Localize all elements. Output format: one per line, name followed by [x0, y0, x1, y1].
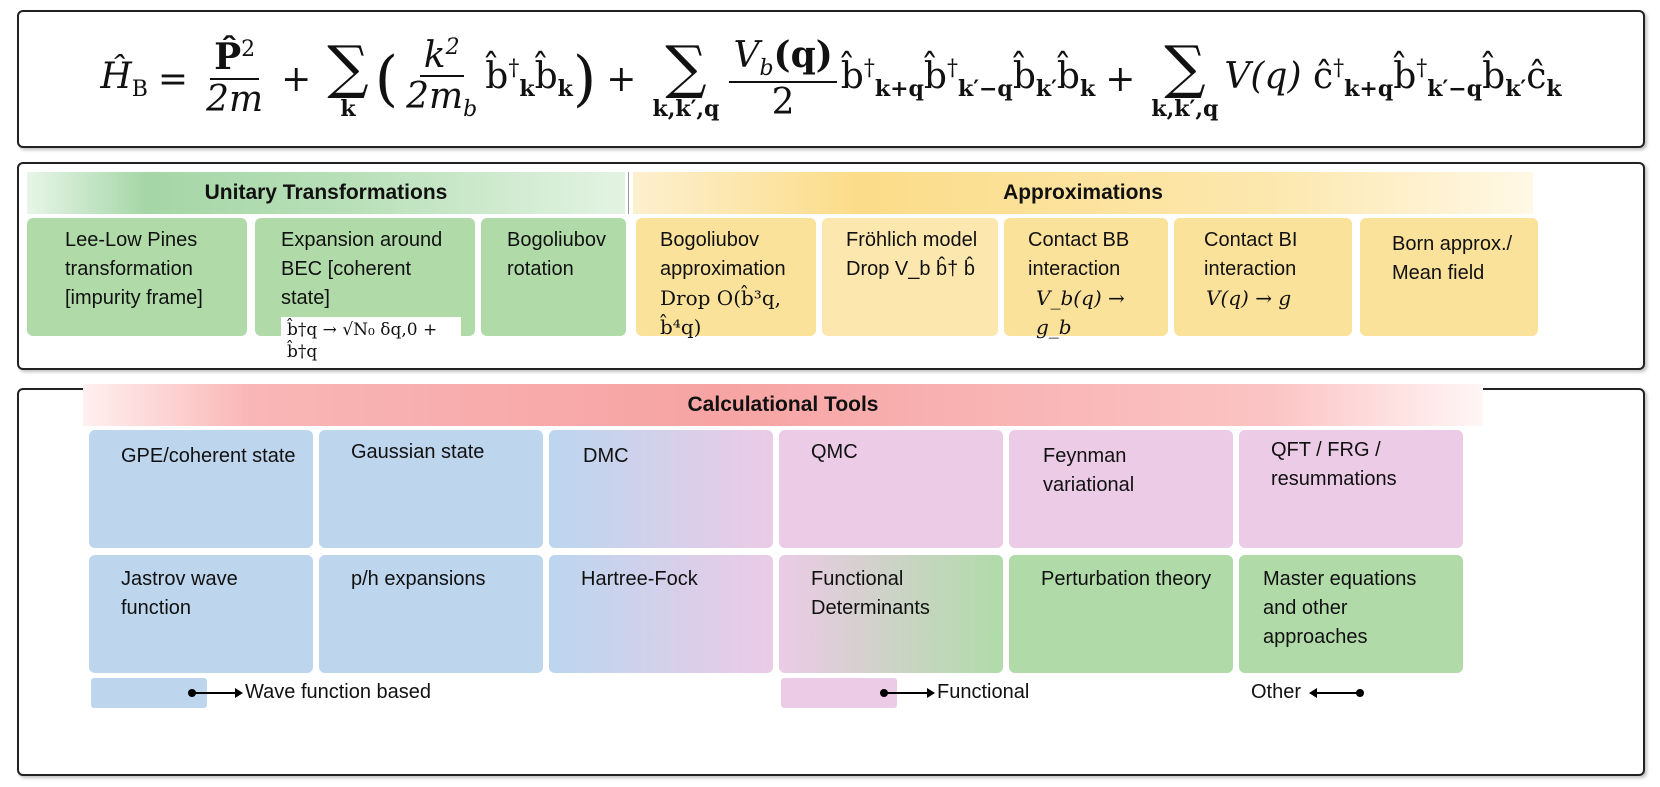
tool-qft-frg: QFT / FRG / resummations	[1239, 430, 1463, 548]
eq-boson-number-op: b̂†kb̂k	[485, 55, 573, 103]
bogoliubov-approx-text: Bogoliubov approximation	[660, 229, 786, 280]
frohlich-model-box: Fröhlich model Drop V_b b̂† b̂	[822, 218, 998, 336]
tool-feynman-variational: Feynman variational	[1009, 430, 1233, 548]
tool-gpe-coherent-text: GPE/coherent state	[121, 445, 296, 467]
header-divider	[628, 172, 629, 214]
tool-gaussian-state-text: Gaussian state	[351, 441, 485, 463]
unitary-transformations-header: Unitary Transformations	[27, 172, 625, 214]
tool-dmc-text: DMC	[583, 445, 629, 467]
bec-expansion-box: Expansion around BEC [coherent state] b̂…	[255, 218, 475, 366]
calculational-tools-header: Calculational Tools	[83, 384, 1483, 426]
tool-qft-frg-text: QFT / FRG / resummations	[1271, 439, 1397, 490]
tool-perturbation-theory: Perturbation theory	[1009, 555, 1233, 673]
bogoliubov-approx-box: Bogoliubov approximation Drop O(b̂³q, b̂…	[636, 218, 816, 339]
tool-ph-expansions-text: p/h expansions	[351, 568, 486, 590]
contact-bb-text: Contact BB interaction	[1028, 229, 1130, 280]
eq-dispersion-term: k2 2mb	[406, 34, 478, 123]
tool-hartree-fock-text: Hartree-Fock	[581, 568, 698, 590]
bogoliubov-approx-formula: Drop O(b̂³q, b̂⁴q)	[660, 286, 781, 339]
legend-functional-arrow-icon	[880, 688, 935, 698]
contact-bi-formula: V(q) → g	[1206, 286, 1292, 310]
frohlich-model-text: Fröhlich model	[846, 229, 978, 251]
legend-other-label: Other	[1251, 681, 1302, 703]
transformations-panel: Unitary Transformations Approximations L…	[17, 162, 1645, 370]
lee-low-pines-text: Lee-Low Pines transformation [impurity f…	[65, 229, 203, 309]
eq-lhs: ĤB	[100, 55, 148, 103]
contact-bb-box: Contact BB interaction V_b(q) → g_b	[1004, 218, 1168, 339]
legend-wave-label: Wave function based	[245, 681, 432, 703]
tool-qmc: QMC	[779, 430, 1003, 548]
calculational-tools-panel: Calculational Tools GPE/coherent state G…	[17, 384, 1645, 776]
hamiltonian-panel: ĤB = P̂2 2m + ∑k ( k2 2mb b̂†kb̂k ) + ∑k…	[17, 10, 1645, 148]
approximations-header: Approximations	[633, 172, 1533, 214]
hamiltonian-equation: ĤB = P̂2 2m + ∑k ( k2 2mb b̂†kb̂k ) + ∑k…	[100, 33, 1562, 123]
lee-low-pines-box: Lee-Low Pines transformation [impurity f…	[27, 218, 247, 336]
tool-ph-expansions: p/h expansions	[319, 555, 543, 673]
bec-expansion-formula: b̂†q → √N₀ δq,0 + b̂†q	[281, 317, 461, 366]
legend-functional-swatch	[781, 678, 897, 708]
legend-functional-label: Functional	[937, 681, 1030, 703]
tool-dmc: DMC	[549, 430, 773, 548]
tool-jastrov: Jastrov wave function	[89, 555, 313, 673]
tool-perturbation-theory-text: Perturbation theory	[1041, 568, 1212, 590]
born-approx-text: Born approx./ Mean field	[1392, 233, 1513, 284]
eq-sum-2: ∑k,k′,q	[652, 33, 720, 122]
contact-bi-text: Contact BI interaction	[1204, 229, 1298, 280]
tool-hartree-fock: Hartree-Fock	[549, 555, 773, 673]
frohlich-model-formula: Drop V_b b̂† b̂	[846, 258, 975, 280]
contact-bb-formula: V_b(q) → g_b	[1036, 286, 1125, 339]
eq-bb-operators: b̂†k+qb̂†k′−qb̂k′b̂k	[840, 55, 1096, 103]
eq-kinetic-term: P̂2 2m	[206, 36, 264, 120]
legend-other-arrow-icon	[1309, 688, 1364, 698]
eq-bb-interaction-term: Vb(q) 2	[729, 35, 837, 123]
tool-functional-determinants: Functional Determinants	[779, 555, 1003, 673]
contact-bi-box: Contact BI interaction V(q) → g	[1174, 218, 1352, 336]
bogoliubov-rotation-text: Bogoliubov rotation	[507, 229, 606, 280]
bogoliubov-rotation-box: Bogoliubov rotation	[481, 218, 626, 336]
eq-bi-interaction-term: V(q) ĉ†k+qb̂†k′−qb̂k′ĉk	[1224, 55, 1562, 103]
eq-sum-3: ∑k,k′,q	[1151, 33, 1219, 122]
eq-sum-1: ∑k	[327, 33, 369, 122]
tool-feynman-variational-text: Feynman variational	[1043, 445, 1135, 496]
bec-expansion-text: Expansion around BEC [coherent state]	[281, 229, 443, 309]
tool-gpe-coherent: GPE/coherent state	[89, 430, 313, 548]
tool-qmc-text: QMC	[811, 441, 858, 463]
tool-gaussian-state: Gaussian state	[319, 430, 543, 548]
legend-wave-arrow-icon	[188, 688, 243, 698]
tool-master-equations-text: Master equations and other approaches	[1263, 568, 1417, 648]
born-approx-box: Born approx./ Mean field	[1360, 218, 1538, 336]
tool-functional-determinants-text: Functional Determinants	[811, 568, 930, 619]
tool-jastrov-text: Jastrov wave function	[121, 568, 238, 619]
legend-wave-swatch	[91, 678, 207, 708]
tool-master-equations: Master equations and other approaches	[1239, 555, 1463, 673]
